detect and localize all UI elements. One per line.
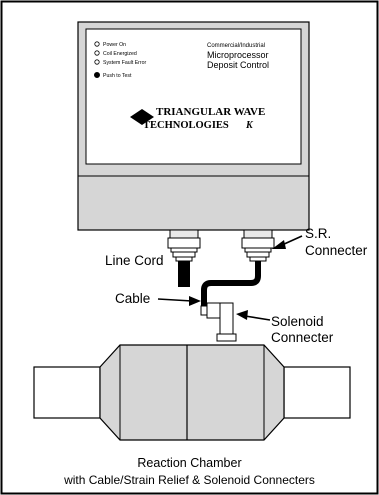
caption-line1: Reaction Chamber: [137, 456, 241, 470]
indicator-power-on: Power On: [94, 41, 126, 48]
line-cord: [178, 261, 190, 287]
device-heading: Commercial/Industrial: [207, 43, 265, 49]
brand-line1: TRIANGULAR WAVE: [156, 106, 265, 118]
cable: [201, 261, 261, 310]
reaction-chamber: [33, 344, 351, 441]
sr-connector-arrowhead-icon: [272, 240, 286, 249]
caption-line2: with Cable/Strain Relief & Solenoid Conn…: [63, 473, 315, 487]
indicator-label: Power On: [103, 42, 126, 48]
solenoid-connector-label-line1: Solenoid: [271, 314, 324, 329]
solenoid-connector-arrowhead-icon: [236, 310, 248, 320]
device-title-line1: Microprocessor: [207, 50, 269, 60]
control-box: Power On Coil Energized System Fault Err…: [77, 21, 310, 231]
outlet-pipe: [283, 366, 351, 419]
push-to-test-button-icon: [94, 72, 101, 79]
chamber-body: [99, 344, 285, 441]
line-cord-strain-relief: [167, 229, 201, 262]
indicator-label: Push to Test: [103, 73, 132, 79]
indicator-light-icon: [94, 41, 100, 47]
indicator-system-fault: System Fault Error: [94, 59, 147, 66]
brand-line2: TECHNOLOGIES: [143, 120, 229, 131]
sr-connector: [241, 229, 275, 262]
brand-logo: TRIANGULAR WAVE TECHNOLOGIES K: [130, 106, 265, 131]
solenoid-connector-arrow: [244, 315, 271, 321]
cable-arrow: [157, 298, 193, 302]
control-panel-face: [85, 28, 302, 165]
sr-connector-label-line2: Connecter: [305, 243, 368, 258]
cable-arrowhead-icon: [189, 296, 201, 306]
brand-suffix: K: [245, 120, 254, 131]
push-to-test: Push to Test: [94, 72, 132, 79]
indicator-label: Coil Energized: [103, 51, 137, 57]
indicator-label: System Fault Error: [103, 60, 147, 66]
brand-triangle-icon: [130, 109, 142, 125]
device-title-line2: Deposit Control: [207, 60, 269, 70]
line-cord-label: Line Cord: [105, 253, 164, 268]
sr-connector-arrow: [281, 235, 303, 246]
solenoid-connector-label-line2: Connecter: [271, 330, 334, 345]
sr-connector-label-line1: S.R.: [305, 226, 331, 241]
cable-label: Cable: [115, 291, 150, 306]
indicator-list: Power On Coil Energized System Fault Err…: [94, 41, 147, 79]
indicator-light-icon: [94, 50, 100, 56]
inlet-pipe: [33, 366, 101, 419]
brand-triangle-icon: [142, 109, 154, 125]
indicator-coil-energized: Coil Energized: [94, 50, 137, 57]
solenoid-connector: [200, 302, 237, 342]
indicator-light-icon: [94, 59, 100, 65]
